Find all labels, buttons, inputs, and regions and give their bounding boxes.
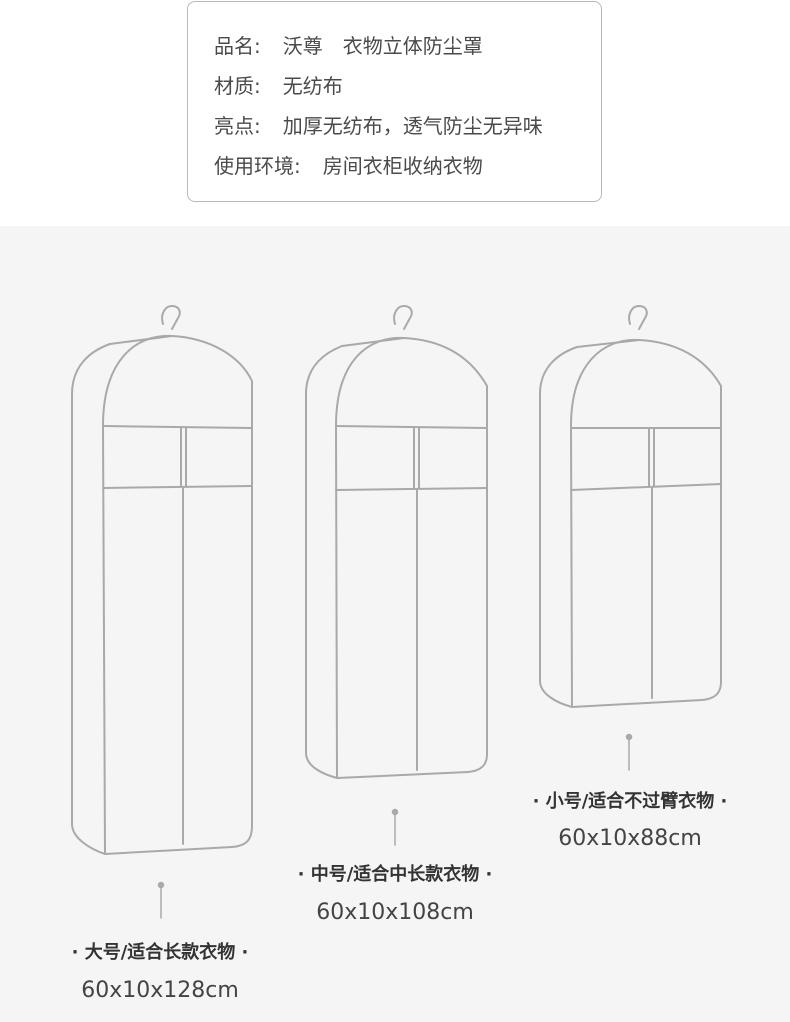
small-pointer-dot — [625, 733, 633, 741]
small-size-dimensions: 60x10x88cm — [558, 826, 702, 851]
spec-row-name: 品名: 沃尊 衣物立体防尘罩 — [214, 30, 483, 59]
spec-row-environment: 使用环境: 房间衣柜收纳衣物 — [214, 150, 483, 179]
spec-value-material: 无纺布 — [282, 74, 343, 98]
size-panel: · 大号/适合长款衣物 · 60x10x128cm · 中号/适合中长款衣物 ·… — [0, 226, 790, 1022]
medium-garment-bag-icon — [305, 305, 488, 779]
garment-bag-illustrations — [71, 305, 722, 919]
spec-value-highlight: 加厚无纺布，透气防尘无异味 — [282, 114, 543, 138]
spec-row-material: 材质: 无纺布 — [214, 70, 343, 99]
small-garment-bag-icon — [539, 305, 722, 708]
large-size-label: · 大号/适合长款衣物 · — [71, 942, 249, 963]
spec-value-name: 沃尊 衣物立体防尘罩 — [282, 34, 483, 58]
spec-key-environment: 使用环境: — [214, 154, 301, 178]
small-size-label: · 小号/适合不过臂衣物 · — [532, 791, 728, 812]
spec-key-material: 材质: — [214, 74, 261, 98]
medium-size-dimensions: 60x10x108cm — [316, 900, 474, 925]
large-size-dimensions: 60x10x128cm — [81, 978, 239, 1003]
medium-pointer-dot — [391, 808, 399, 816]
spec-value-environment: 房间衣柜收纳衣物 — [322, 154, 483, 178]
spec-row-highlight: 亮点: 加厚无纺布，透气防尘无异味 — [214, 110, 543, 139]
large-garment-bag-icon — [71, 305, 253, 855]
spec-key-name: 品名: — [214, 34, 261, 58]
spec-key-highlight: 亮点: — [214, 114, 261, 138]
product-spec-box: 品名: 沃尊 衣物立体防尘罩 材质: 无纺布 亮点: 加厚无纺布，透气防尘无异味 使用… — [187, 1, 602, 202]
large-pointer-dot — [157, 881, 165, 889]
medium-size-label: · 中号/适合中长款衣物 · — [297, 864, 493, 885]
size-pointer-lines — [157, 733, 633, 919]
